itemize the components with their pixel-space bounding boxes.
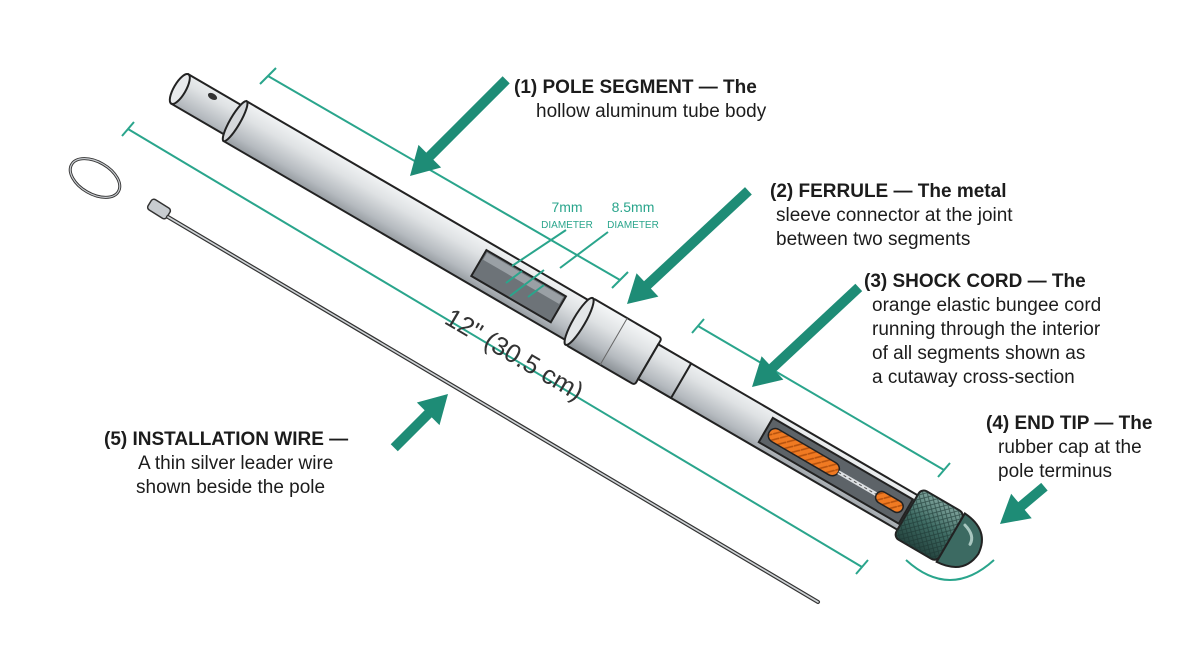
callout-shock-cord-line-2: running through the interior (872, 319, 1101, 340)
callout-end-tip: (4) END TIP — The rubber cap at the pole… (986, 412, 1152, 484)
callout-arrows (390, 76, 1048, 524)
callout-end-tip-line-1: rubber cap at the (998, 437, 1142, 458)
dimension-lines (121, 67, 995, 581)
segment-cutaway (469, 248, 568, 324)
callout-ferrule-line-1: sleeve connector at the joint (776, 205, 1013, 226)
callout-arrow-icon (752, 283, 863, 387)
callout-installation-wire: (5) INSTALLATION WIRE — A thin silver le… (104, 428, 348, 500)
callout-end-tip-line-2: pole terminus (998, 461, 1113, 482)
dimension-arrow-icon (505, 270, 523, 284)
end-tip-arc (905, 559, 995, 581)
wire-crimp (146, 198, 172, 220)
callout-ferrule-head: (2) FERRULE — The metal (770, 181, 1007, 202)
callout-installation-wire-head: (5) INSTALLATION WIRE — (104, 429, 349, 450)
callout-shock-cord-line-3: of all segments shown as (872, 343, 1086, 364)
callout-pole-segment: (1) POLE SEGMENT — The hollow aluminum t… (514, 76, 766, 124)
callout-installation-wire-line-1: A thin silver leader wire (138, 453, 334, 474)
pole (168, 72, 983, 568)
callout-arrow-icon (410, 76, 510, 176)
installation-wire (68, 157, 820, 604)
callout-installation-wire-line-2: shown beside the pole (136, 477, 326, 498)
callout-shock-cord-head: (3) SHOCK CORD — The (864, 271, 1086, 292)
inner-diameter-value: 7mm (551, 199, 582, 215)
callout-shock-cord-line-1: orange elastic bungee cord (872, 295, 1102, 316)
pole-segment-2 (636, 342, 919, 532)
pole-segment-1 (221, 99, 594, 344)
outer-diameter-value: 8.5mm (612, 199, 655, 215)
callout-pole-segment-line: hollow aluminum tube body (536, 101, 767, 122)
callout-arrow-icon (390, 394, 448, 452)
callout-arrow-icon (627, 187, 752, 304)
callout-arrow-icon (1000, 482, 1048, 524)
inner-diameter-label: DIAMETER (541, 220, 593, 231)
callout-pole-segment-head: (1) POLE SEGMENT — The (514, 77, 757, 98)
callout-end-tip-head: (4) END TIP — The (986, 413, 1153, 434)
callout-shock-cord: (3) SHOCK CORD — The orange elastic bung… (864, 270, 1101, 390)
end-tip (894, 489, 983, 568)
callout-ferrule: (2) FERRULE — The metal sleeve connector… (770, 180, 1013, 252)
callout-ferrule-line-2: between two segments (776, 229, 971, 250)
callout-shock-cord-line-4: a cutaway cross-section (872, 367, 1075, 388)
outer-diameter-label: DIAMETER (607, 220, 659, 231)
